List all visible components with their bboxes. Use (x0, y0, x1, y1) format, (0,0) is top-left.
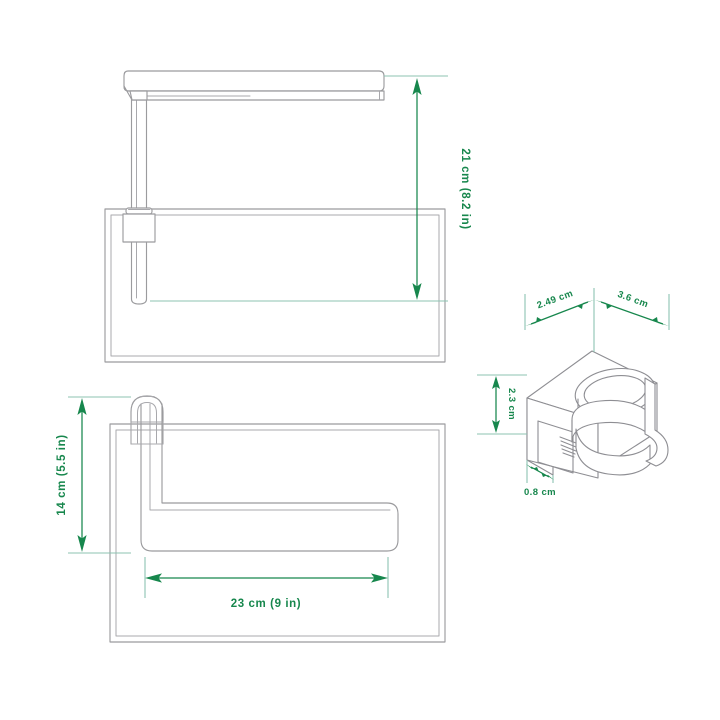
table-outline-side (104, 208, 446, 363)
hook-front (130, 395, 164, 445)
dimension-height-21cm: 21 cm (8.2 in) (150, 75, 471, 302)
lamp-arm-front (140, 403, 399, 552)
dimension-bracket-left-2p49cm: 2.49 cm (524, 288, 595, 352)
bracket-isometric-detail: 2.49 cm 3.6 cm 2.3 cm 0.8 cm (477, 288, 670, 498)
clamp-block-side (122, 207, 156, 243)
dimension-label-height: 21 cm (8.2 in) (459, 148, 471, 229)
dimension-label-bracket-left: 2.49 cm (536, 288, 575, 311)
dimension-label-bracket-right: 3.6 cm (616, 289, 650, 310)
dimension-label-bracket-height: 2.3 cm (506, 388, 517, 420)
dimension-label-width: 23 cm (9 in) (231, 598, 301, 610)
dimension-depth-14cm: 14 cm (5.5 in) (56, 396, 131, 554)
dimension-bracket-right-3p6cm: 3.6 cm (595, 289, 670, 330)
lamp-head-bar-side (123, 70, 385, 101)
lamp-post-side (130, 97, 148, 305)
bracket-clamp-collar (571, 399, 651, 476)
side-elevation-view: 21 cm (8.2 in) (104, 70, 471, 363)
front-plan-view: 14 cm (5.5 in) 23 cm (9 in) (56, 395, 446, 643)
dimension-width-23cm: 23 cm (9 in) (144, 557, 389, 610)
table-outline-front (109, 423, 446, 643)
bracket-hook-arm (644, 377, 669, 467)
dimension-label-depth: 14 cm (5.5 in) (56, 434, 68, 515)
dimension-bracket-thickness-0p8cm: 0.8 cm (524, 460, 556, 498)
bracket-screw-thread (559, 436, 577, 458)
dimension-label-bracket-thickness: 0.8 cm (524, 487, 556, 498)
dimension-bracket-height-2p3cm: 2.3 cm (477, 374, 527, 435)
